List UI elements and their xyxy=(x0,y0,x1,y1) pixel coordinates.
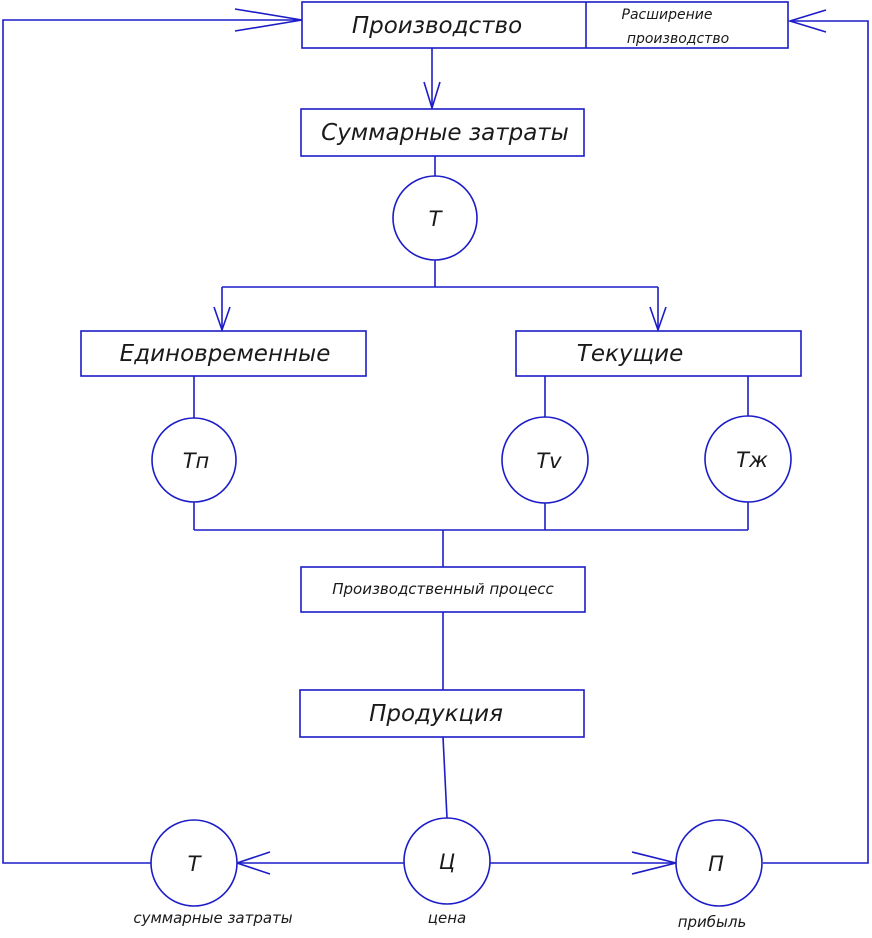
circle-t-top: Т xyxy=(392,175,478,261)
current-box: Текущие xyxy=(515,330,802,377)
one-time-label: Единовременные xyxy=(120,341,331,367)
t-top-label: Т xyxy=(429,207,444,231)
output-box: Продукция xyxy=(299,689,585,738)
circle-tzh: Тж xyxy=(704,415,792,503)
arrowhead-one-time xyxy=(213,306,231,333)
tv-label: Тv xyxy=(536,449,562,473)
process-box: Производственный процесс xyxy=(300,566,586,613)
t-bottom-label: Т xyxy=(188,852,203,876)
price-label: Ц xyxy=(439,850,455,874)
circle-tv: Тv xyxy=(501,416,589,504)
arrowhead-costs xyxy=(423,81,441,111)
feedback-right xyxy=(763,20,869,864)
circle-t-bottom: Т xyxy=(150,819,238,907)
caption-total-costs: суммарные затраты xyxy=(133,909,292,927)
tp-label: Тп xyxy=(183,449,210,473)
current-label: Текущие xyxy=(577,341,683,367)
caption-profit: прибыль xyxy=(678,913,747,931)
output-label: Продукция xyxy=(369,701,503,727)
total-costs-label: Суммарные затраты xyxy=(321,120,569,146)
line-output-to-price xyxy=(442,736,448,819)
process-label: Производственный процесс xyxy=(332,580,554,598)
caption-price: цена xyxy=(428,909,466,927)
expansion-label-line2: производство xyxy=(627,31,729,47)
circle-profit: П xyxy=(675,819,763,907)
feedback-left xyxy=(2,19,302,864)
expansion-label-line1: Расширение xyxy=(622,7,713,23)
circle-tp: Тп xyxy=(151,417,237,503)
circle-price: Ц xyxy=(403,817,491,905)
total-costs-box: Суммарные затраты xyxy=(300,108,585,157)
arrowhead-expansion xyxy=(787,9,827,33)
tzh-label: Тж xyxy=(736,448,768,472)
production-label: Производство xyxy=(352,13,522,39)
one-time-box: Единовременные xyxy=(80,330,367,377)
production-box: Производство Расширение производство xyxy=(301,1,789,49)
arrowhead-current xyxy=(649,306,667,333)
profit-label: П xyxy=(708,852,724,876)
